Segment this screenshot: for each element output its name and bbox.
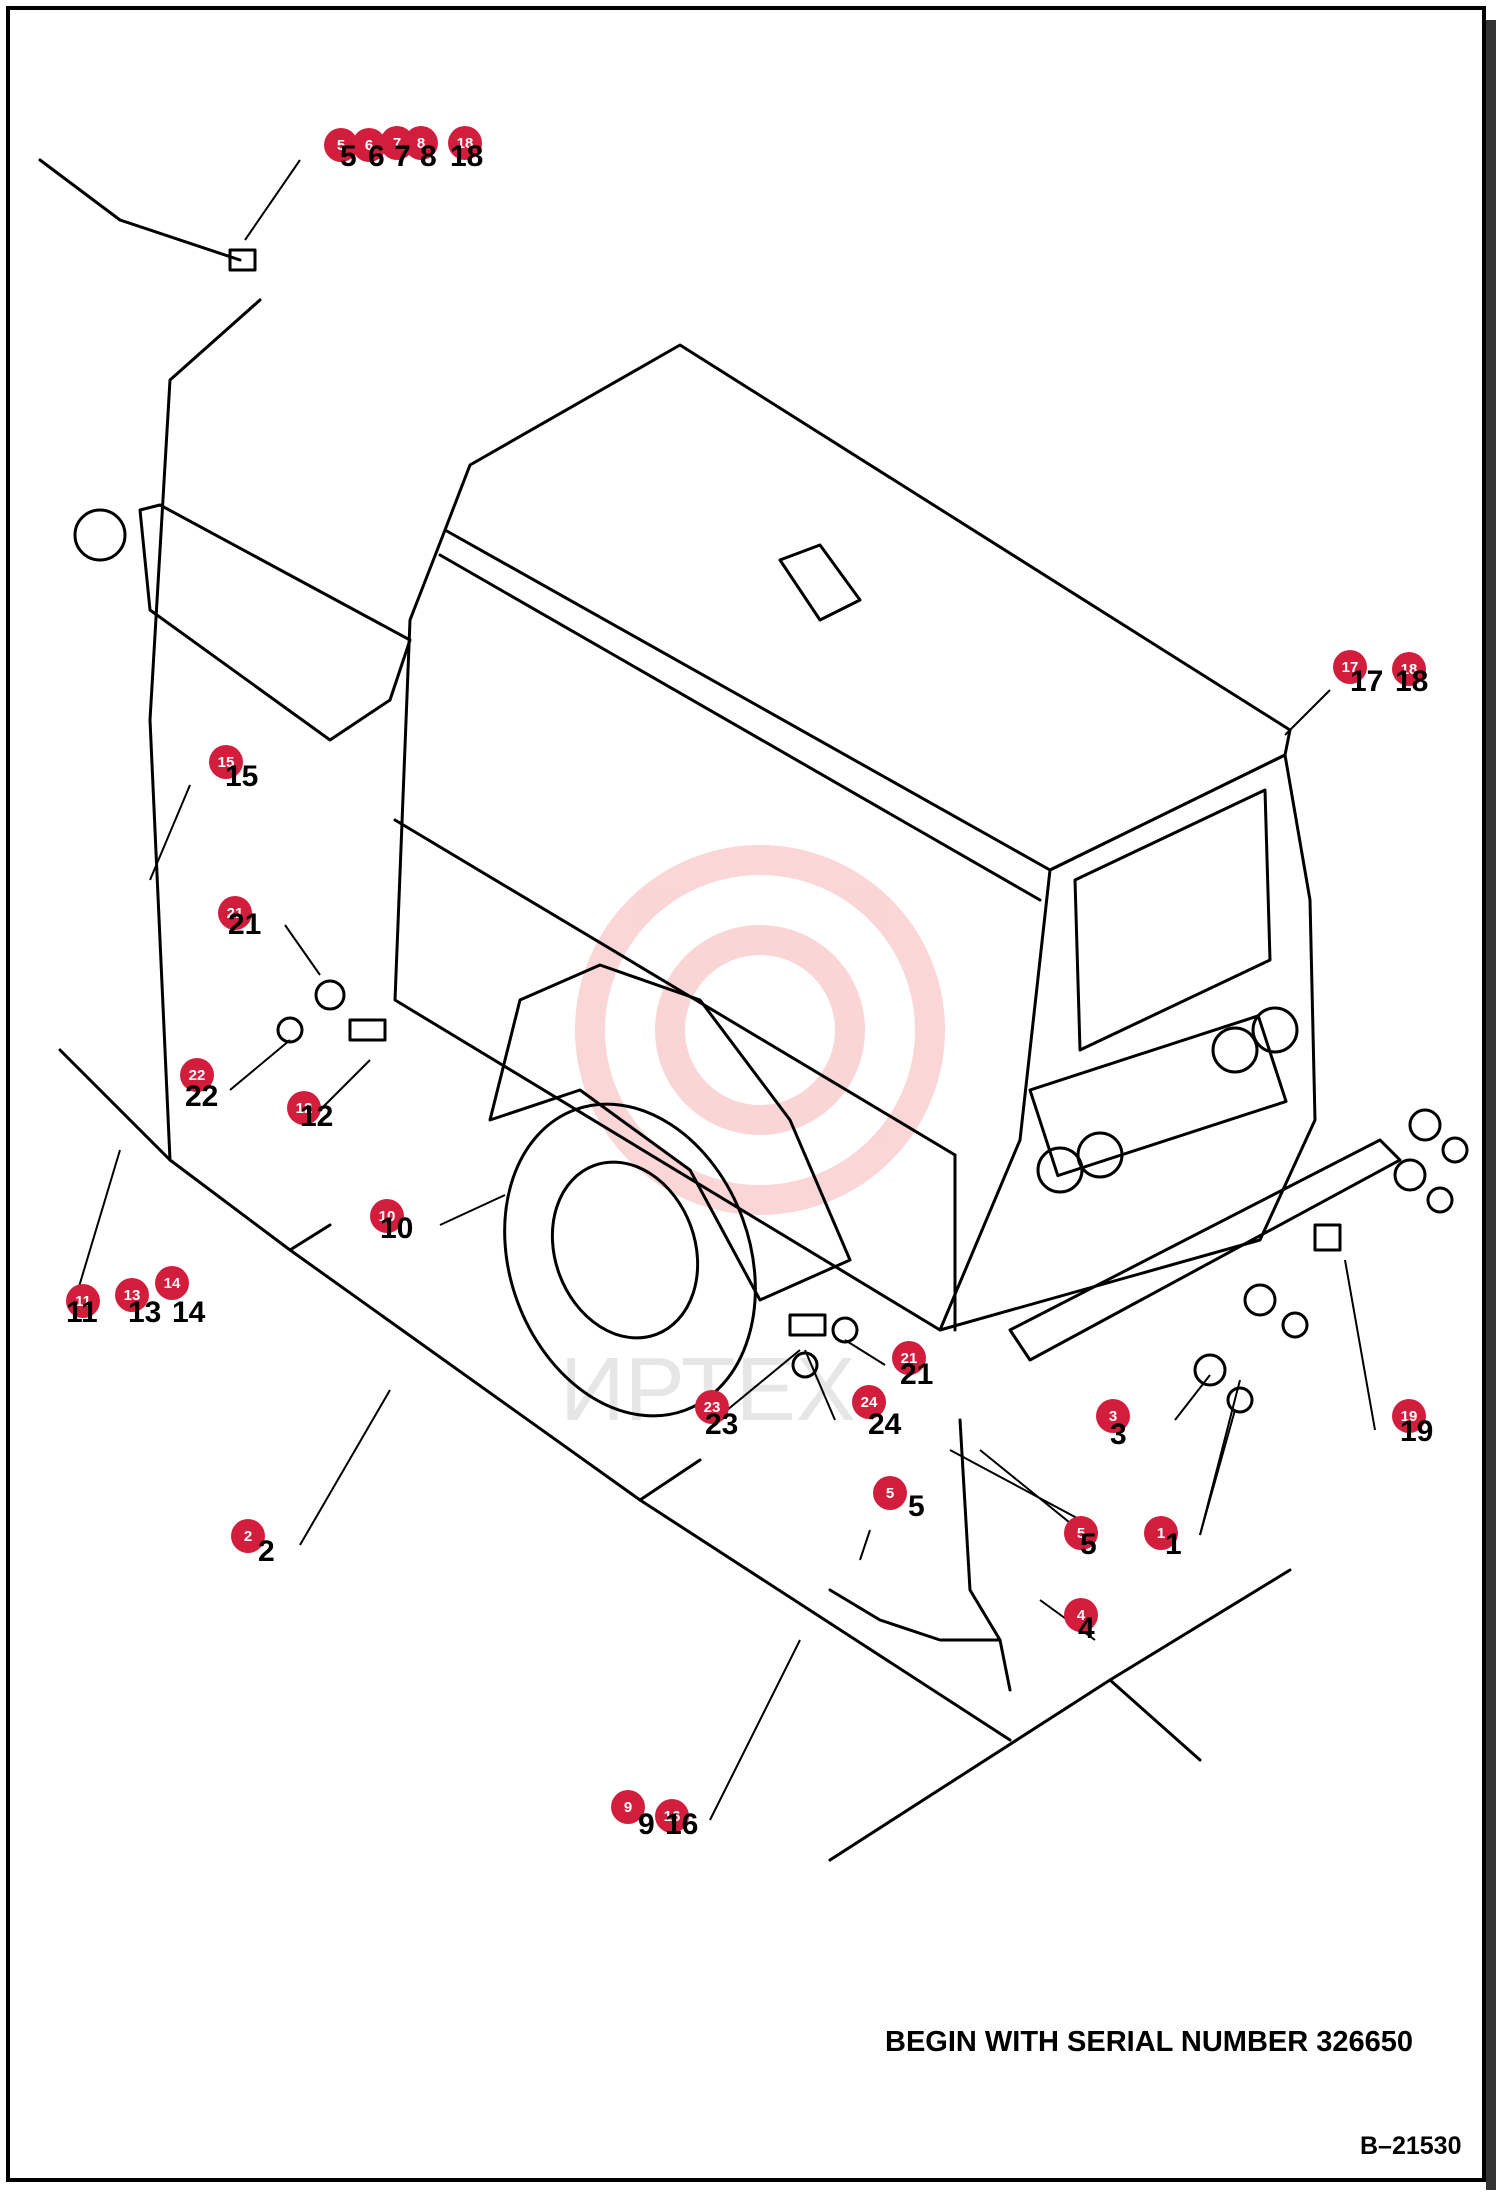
label-18b: 18 [1395, 665, 1429, 698]
label-17: 17 [1350, 665, 1384, 698]
callout-5b[interactable]: 5 [873, 1476, 907, 1510]
label-5: 5 [340, 140, 357, 173]
callout-16[interactable]: 16 [655, 1799, 689, 1833]
compressor-rear [938, 753, 1317, 1332]
callout-18b[interactable]: 18 [1392, 652, 1426, 686]
callout-18[interactable]: 18 [448, 126, 482, 160]
tow-bar [138, 503, 412, 742]
serial-caption: BEGIN WITH SERIAL NUMBER 326650 [885, 2026, 1414, 2058]
watermark-gear-icon [575, 845, 945, 1215]
label-2: 2 [258, 1535, 275, 1568]
wheel [503, 1102, 757, 1418]
callout-13[interactable]: 13 [115, 1278, 149, 1312]
label-14: 14 [172, 1296, 206, 1329]
callout-5c[interactable]: 5 [1064, 1516, 1098, 1550]
label-21b: 21 [900, 1358, 934, 1391]
callout-10[interactable]: 10 [370, 1199, 404, 1233]
label-15: 15 [225, 760, 259, 793]
callout-14[interactable]: 14 [155, 1266, 189, 1300]
callout-15[interactable]: 15 [209, 745, 243, 779]
callout-11[interactable]: 11 [66, 1284, 100, 1318]
lifting-eye [778, 543, 862, 622]
label-23: 23 [705, 1408, 739, 1441]
callout-8[interactable]: 8 [404, 126, 438, 160]
label-10: 10 [380, 1212, 414, 1245]
sub-harness [828, 1418, 1002, 1642]
tow-ring [73, 508, 127, 562]
drawing-number: B–21530 [1360, 2132, 1462, 2160]
label-1: 1 [1165, 1528, 1182, 1561]
callout-21[interactable]: 21 [218, 896, 252, 930]
label-5b: 5 [908, 1490, 925, 1523]
callout-3[interactable]: 3 [1096, 1399, 1130, 1433]
callout-12[interactable]: 12 [287, 1091, 321, 1125]
label-19: 19 [1400, 1415, 1434, 1448]
label-3: 3 [1110, 1418, 1127, 1451]
callout-1[interactable]: 1 [1144, 1516, 1178, 1550]
label-24: 24 [868, 1408, 902, 1441]
callout-17[interactable]: 17 [1333, 650, 1367, 684]
callout-22[interactable]: 22 [180, 1058, 214, 1092]
callout-9[interactable]: 9 [611, 1790, 645, 1824]
label-21: 21 [228, 908, 262, 941]
label-13: 13 [128, 1296, 162, 1329]
bumper [1008, 1138, 1402, 1362]
compressor-side [393, 528, 1052, 1332]
label-9: 9 [638, 1808, 655, 1841]
label-18: 18 [450, 140, 484, 173]
callout-4[interactable]: 4 [1064, 1598, 1098, 1632]
fender [488, 963, 852, 1302]
label-6: 6 [368, 140, 385, 173]
label-11: 11 [66, 1296, 98, 1329]
label-5c: 5 [1080, 1528, 1097, 1561]
callout-2[interactable]: 2 [231, 1519, 265, 1553]
drawing-frame [6, 6, 1496, 2190]
label-4: 4 [1078, 1612, 1095, 1645]
callout-23[interactable]: 23 [695, 1390, 729, 1424]
label-16: 16 [665, 1808, 699, 1841]
label-7: 7 [394, 140, 411, 173]
label-8: 8 [420, 140, 437, 173]
compressor-hood [443, 343, 1292, 872]
label-12: 12 [300, 1100, 334, 1133]
callout-21b[interactable]: 21 [892, 1341, 926, 1375]
label-22: 22 [185, 1080, 219, 1113]
callout-19[interactable]: 19 [1392, 1399, 1426, 1433]
callout-24[interactable]: 24 [852, 1385, 886, 1419]
